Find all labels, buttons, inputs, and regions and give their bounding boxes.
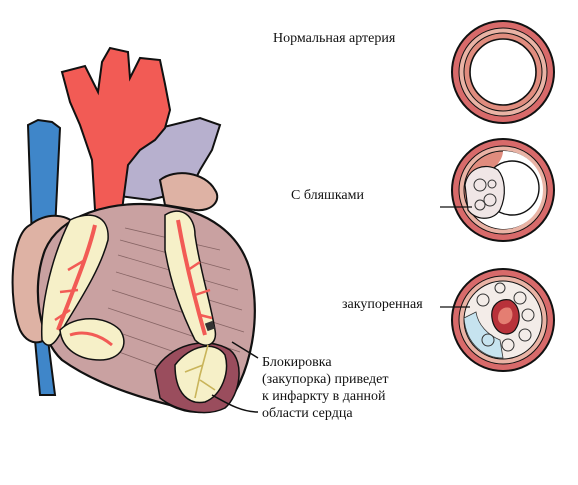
blockage-note-line: Блокировка xyxy=(262,355,332,370)
heart-illustration xyxy=(11,46,259,414)
label-normal-artery: Нормальная артерия xyxy=(273,31,396,46)
blockage-note-line: области сердца xyxy=(262,406,353,421)
blocked-plaque-blue xyxy=(463,311,504,359)
blockage-note-line: (закупорка) приведет xyxy=(262,372,389,387)
artery-plaque-section xyxy=(440,138,555,242)
blockage-pointer xyxy=(211,341,259,413)
label-with-plaques: С бляшками xyxy=(291,188,364,203)
label-blocked: закупоренная xyxy=(342,297,423,312)
aorta xyxy=(60,46,172,211)
clot-lumen xyxy=(498,307,513,325)
label-blockage-note: Блокировка (закупорка) приведет к инфарк… xyxy=(262,354,388,422)
blockage-note-line: к инфаркту в данной xyxy=(262,389,386,404)
coronary-fat-bottom xyxy=(174,344,228,404)
blockage-marker xyxy=(204,320,216,332)
coronary-fat-mid xyxy=(59,318,125,361)
artery-blocked-section xyxy=(440,268,555,372)
artery-normal-section xyxy=(451,20,555,124)
plaque-mass xyxy=(464,165,505,219)
coronary-fat-right xyxy=(40,214,109,346)
coronary-fat-left xyxy=(164,210,217,346)
left-atrium xyxy=(158,172,219,212)
